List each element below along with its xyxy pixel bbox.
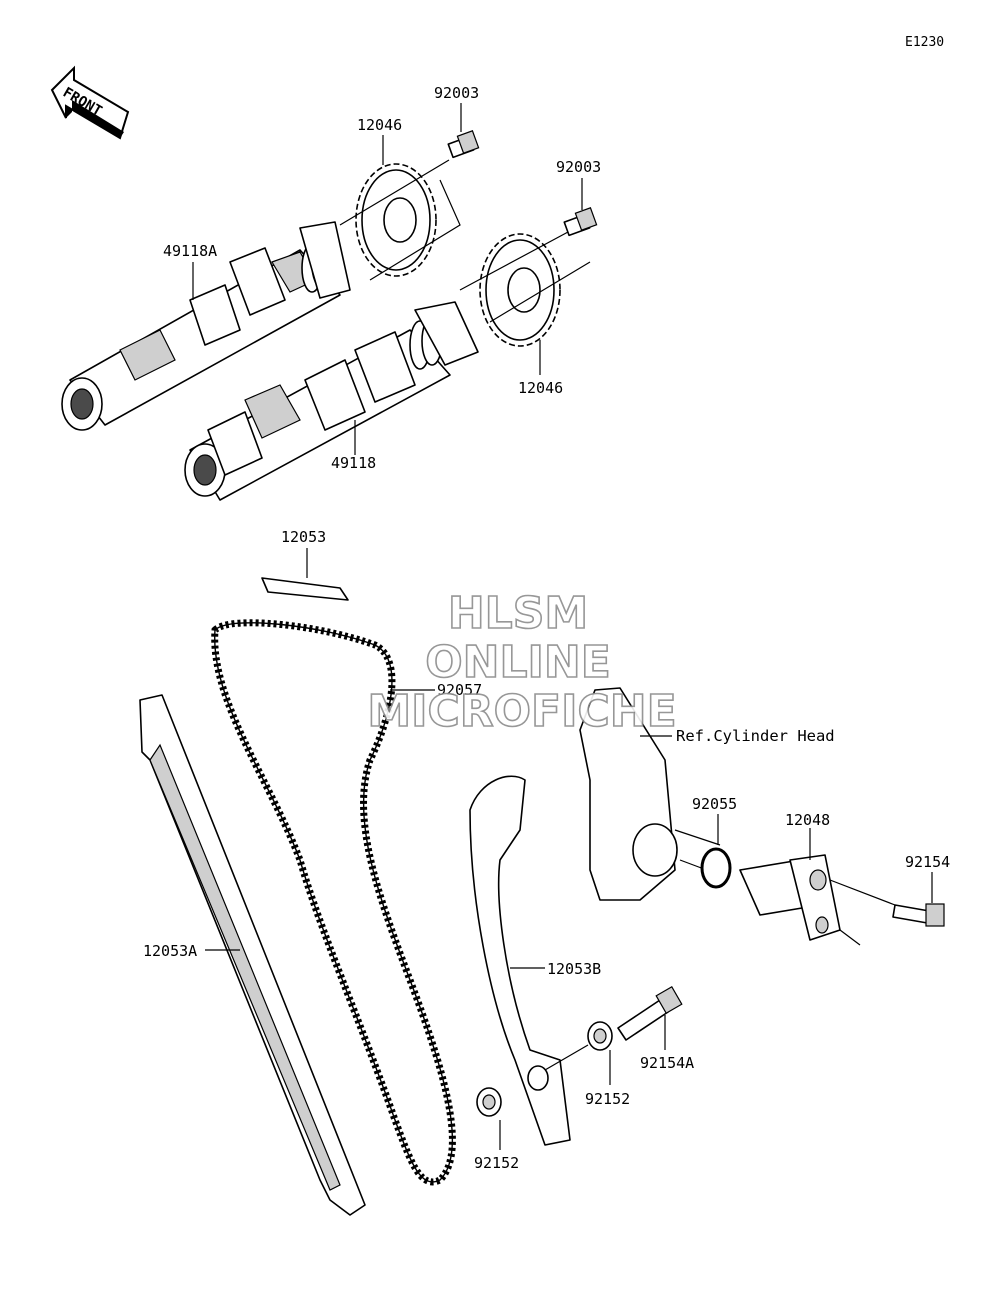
tensioner-guide-12053b[interactable] <box>469 775 571 1146</box>
collar-92152-upper[interactable] <box>587 1021 613 1051</box>
callout-12046-b: 12046 <box>518 379 563 397</box>
watermark-line-3: MICROFICHE <box>367 686 676 737</box>
callout-49118: 49118 <box>331 454 376 472</box>
callout-12053: 12053 <box>281 528 326 546</box>
callout-92055: 92055 <box>692 795 737 813</box>
callout-92154: 92154 <box>905 853 950 871</box>
bolt-92154a[interactable] <box>617 986 683 1041</box>
cylinder-head-reference <box>579 687 678 901</box>
callout-92057: 92057 <box>437 681 482 699</box>
reference-label: Ref.Cylinder Head <box>676 727 835 745</box>
watermark-line-1: HLSM <box>448 588 588 639</box>
callout-49118a: 49118A <box>163 242 217 260</box>
callout-12053a: 12053A <box>143 942 197 960</box>
callout-92154a: 92154A <box>640 1054 694 1072</box>
sprocket-12046-lower[interactable] <box>479 233 561 347</box>
bolt-92003-lower[interactable] <box>563 207 598 237</box>
bolt-92154[interactable] <box>892 903 945 927</box>
o-ring-92055[interactable] <box>700 847 732 889</box>
guide-12053[interactable] <box>261 577 349 601</box>
camshaft-49118a[interactable] <box>61 221 351 431</box>
front-arrow-icon: FRONT <box>50 65 130 140</box>
camshaft-49118[interactable] <box>184 301 479 501</box>
callout-92003-a: 92003 <box>434 84 479 102</box>
chain-guide-12053a[interactable] <box>139 694 366 1216</box>
tensioner-12048[interactable] <box>739 854 841 941</box>
diagram-code: E1230 <box>905 35 944 50</box>
callout-12048: 12048 <box>785 811 830 829</box>
callout-12053b: 12053B <box>547 960 601 978</box>
collar-92152-lower[interactable] <box>476 1087 502 1117</box>
cam-chain-92057[interactable] <box>211 619 456 1186</box>
bolt-92003-upper[interactable] <box>447 130 480 159</box>
callout-92003-b: 92003 <box>556 158 601 176</box>
sprocket-12046-upper[interactable] <box>355 163 437 277</box>
callout-92152-a: 92152 <box>585 1090 630 1108</box>
callout-92152-b: 92152 <box>474 1154 519 1172</box>
watermark-line-2: ONLINE <box>425 637 611 688</box>
callout-12046-a: 12046 <box>357 116 402 134</box>
watermark: HLSM ONLINE MICROFICHE <box>367 587 678 738</box>
